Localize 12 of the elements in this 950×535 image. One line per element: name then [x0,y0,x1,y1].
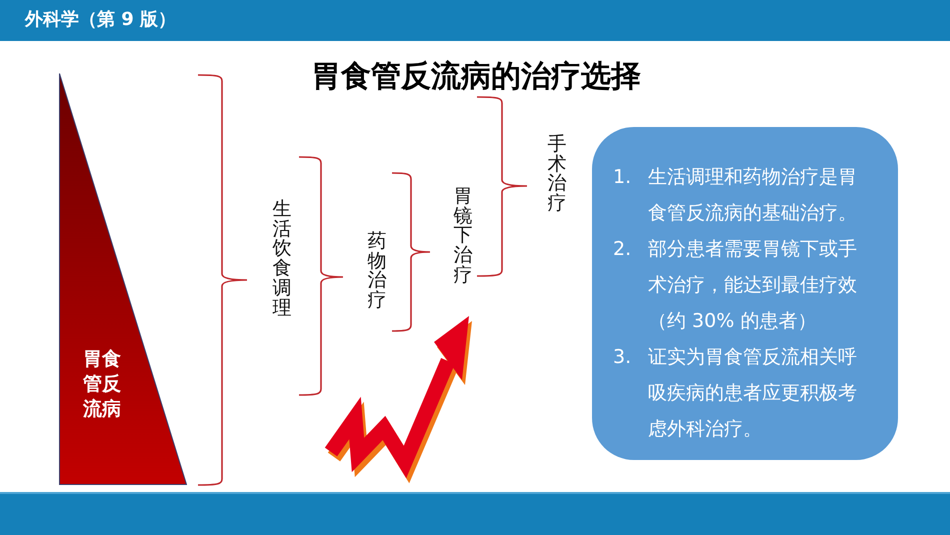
info-card [592,127,898,460]
header-title: 外科学（第 9 版） [25,8,176,32]
treatment-label: 生活饮食调理 [272,200,292,318]
treatment-label: 手术治疗 [547,135,567,214]
treatment-label: 胃镜下治疗 [453,187,473,286]
list-item: 2. 部分患者需要胃镜下或手术治疗，能达到最佳疗效（约 30% 的患者） [613,237,858,334]
slide-title: 胃食管反流病的治疗选择 [311,58,641,96]
list-item: 1. 生活调理和药物治疗是胃食管反流病的基础治疗。 [613,165,858,226]
triangle-label: 胃食管反流病 [83,347,122,422]
treatment-label: 药物治疗 [367,232,387,311]
triangle-shape [59,73,187,485]
list-item: 3. 证实为胃食管反流相关呼吸疾病的患者应更积极考虑外科治疗。 [613,345,858,442]
